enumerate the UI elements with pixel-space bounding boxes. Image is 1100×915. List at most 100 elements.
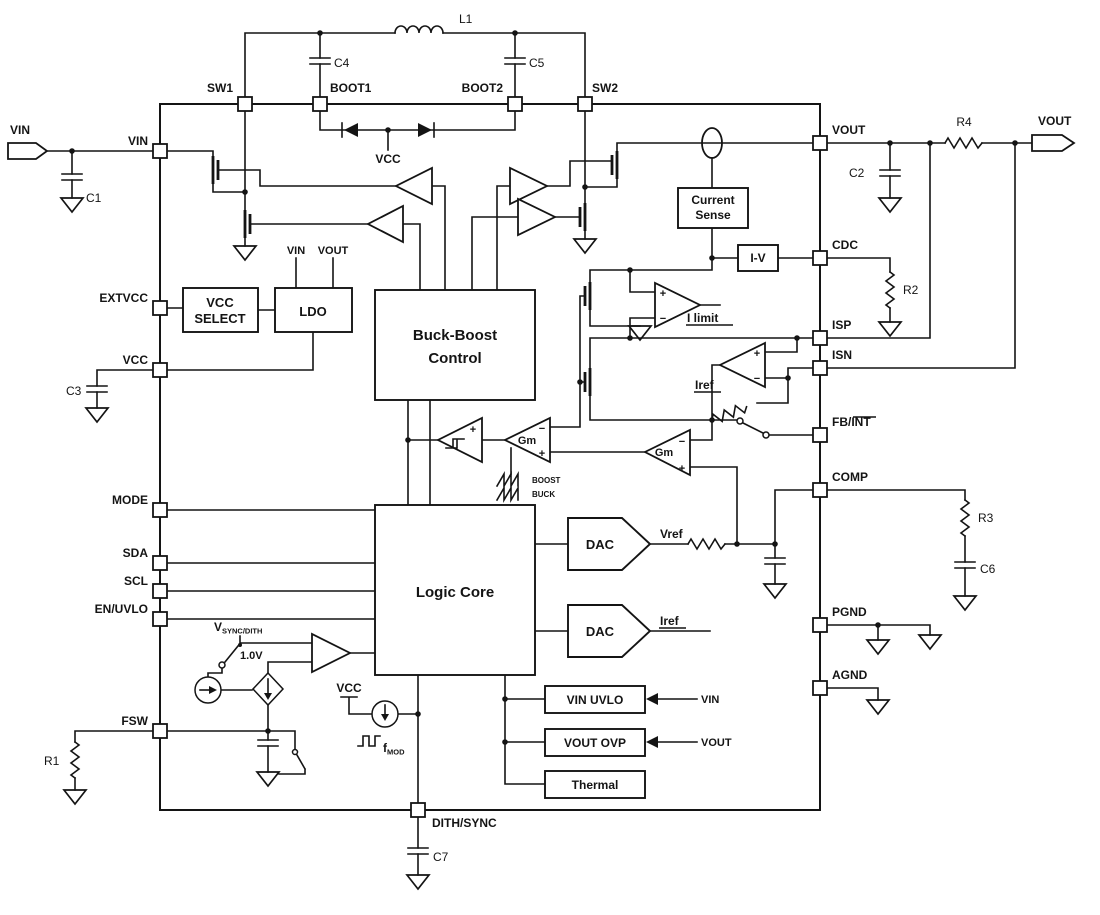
iref-comparator: [717, 341, 766, 389]
wire-right-gates: [546, 160, 613, 218]
diode-boot1: [344, 123, 358, 137]
mosfet-buck-high: [211, 156, 220, 184]
resistor-r3: [959, 498, 971, 538]
ic-outline: [159, 103, 821, 811]
pin-isn: [812, 360, 828, 376]
gate-driver-3: [509, 166, 550, 206]
boot-vcc-label: VCC: [375, 152, 401, 166]
pin-label-dith-sync: DITH/SYNC: [432, 816, 497, 830]
label-c1: C1: [86, 191, 102, 205]
ground-vref: [762, 583, 788, 600]
pin-label-agnd: AGND: [832, 668, 868, 682]
ground-r2: [877, 321, 903, 338]
vout-ovp-label: VOUT OVP: [564, 736, 626, 750]
label-r4: R4: [956, 115, 972, 129]
wire-divider: [589, 377, 789, 421]
ovp-src-label: VOUT: [701, 737, 732, 749]
pin-vout: [812, 135, 828, 151]
ground-c6: [952, 595, 978, 612]
gm2-amplifier: [642, 428, 691, 477]
label-c3: C3: [66, 384, 82, 398]
wire-isp-inner: [589, 337, 814, 369]
cap-osc: [257, 739, 279, 747]
mosfet-buck-low: [243, 210, 252, 238]
ilimit-label: I limit: [687, 311, 718, 325]
cap-c1: [61, 173, 83, 181]
cap-c3: [86, 385, 108, 393]
pin-mode: [152, 502, 168, 518]
gm1-minus: −: [539, 423, 545, 435]
current-sensor-icon: [701, 127, 723, 159]
wire-c3: [96, 369, 154, 409]
cap-c4: [309, 57, 331, 65]
vout-connector: [1031, 134, 1076, 152]
pin-label-fb-int: FB/INT: [832, 415, 871, 429]
pin-isp: [812, 330, 828, 346]
buck-boost-label-1: Buck-Boost: [413, 327, 497, 344]
diode-boot2: [418, 123, 432, 137]
mosfet-sense-b: [583, 368, 592, 396]
pin-label-cdc: CDC: [832, 238, 858, 252]
fmod-sub: MOD: [387, 748, 405, 757]
vin-connector-label: VIN: [10, 123, 30, 137]
vsync-dith-label: VSYNC/DITH: [214, 620, 262, 636]
wire-r1: [74, 730, 154, 791]
ldo-vout-label: VOUT: [318, 245, 349, 257]
pin-sw2: [577, 96, 593, 112]
mosfet-sense-a-source: [589, 309, 641, 327]
ilimit-comparator: [654, 281, 703, 329]
pin-label-sda: SDA: [123, 546, 149, 560]
current-sense-label-1: Current: [691, 193, 734, 207]
iref-minus: −: [754, 373, 760, 385]
pin-fsw: [152, 723, 168, 739]
pin-label-boot2: BOOT2: [462, 81, 504, 95]
fb-switch-contact-a: [762, 431, 770, 439]
hysteresis-icon: [445, 438, 465, 449]
wire-comp-ext: [826, 489, 966, 597]
pin-boot1: [312, 96, 328, 112]
resistor-vref: [686, 537, 727, 551]
fb-switch: [736, 417, 770, 439]
wire-dacs: [534, 543, 776, 632]
pin-sw1: [237, 96, 253, 112]
label-r2: R2: [903, 283, 919, 297]
wire-iref-cmp: [711, 337, 814, 421]
pin-label-extvcc: EXTVCC: [99, 291, 148, 305]
labels: VIN VOUT VIN EXTVCC VCC MODE SDA SCL EN/…: [10, 12, 1072, 864]
dac-vref-label: DAC: [586, 537, 615, 552]
pin-comp: [812, 482, 828, 498]
dac-iref-label: DAC: [586, 624, 615, 639]
pin-en-uvlo: [152, 611, 168, 627]
wires: [46, 32, 1033, 876]
pin-scl: [152, 583, 168, 599]
gate-driver-2: [366, 204, 404, 244]
gm1-amplifier: [502, 416, 551, 464]
vsync-main: V: [214, 620, 222, 634]
wire-ldo: [166, 257, 334, 371]
sync-switch-pivot: [238, 643, 242, 647]
wire-right-power: [584, 110, 814, 240]
boost-label: BOOST: [532, 476, 561, 485]
pin-extvcc: [152, 300, 168, 316]
wire-cdc-ext: [826, 257, 891, 323]
wire-sync-switch-blade: [223, 644, 240, 664]
ilimit-minus: −: [660, 313, 666, 325]
wire-left-power: [166, 110, 246, 247]
vsync-sub: SYNC/DITH: [222, 627, 262, 636]
square-wave-icon: [357, 735, 381, 747]
gm2-minus: −: [679, 436, 685, 448]
pin-label-mode: MODE: [112, 493, 148, 507]
buck-boost-label-2: Control: [428, 350, 481, 367]
gm2-label: Gm: [655, 447, 674, 459]
current-sense-label-2: Sense: [695, 208, 731, 222]
pin-fb-int: [812, 427, 828, 443]
ground-c2: [877, 197, 903, 214]
inductor-l1: [394, 25, 444, 34]
iv-label: I-V: [750, 251, 765, 265]
fb-switch-blade: [741, 421, 765, 435]
label-c2: C2: [849, 166, 865, 180]
current-source-arrow: [209, 686, 217, 694]
gm1-label: Gm: [518, 435, 537, 447]
